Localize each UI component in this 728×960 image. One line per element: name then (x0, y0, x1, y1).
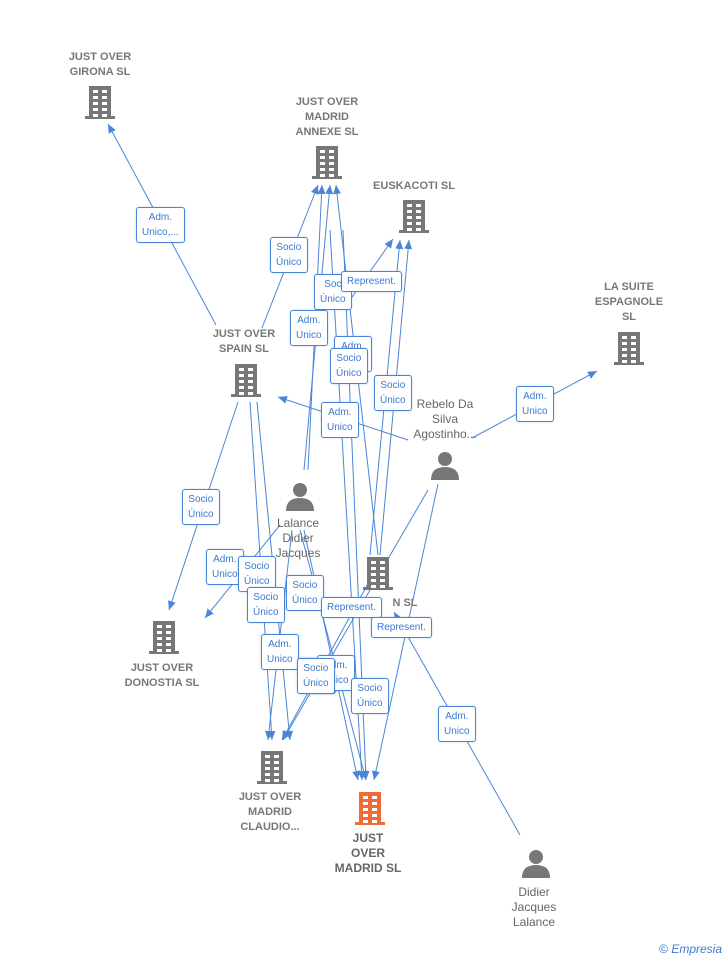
node-label-madrid-annexe[interactable]: JUST OVER MADRID ANNEXE SL (295, 96, 359, 138)
person-icon[interactable] (286, 483, 314, 511)
copyright-symbol: © (659, 942, 668, 956)
edge-label[interactable]: Socio Único (247, 587, 285, 623)
node-label-euskacoti[interactable]: EUSKACOTI SL (373, 180, 455, 192)
building-icon[interactable] (399, 200, 429, 233)
edge-label[interactable]: Adm. Unico (516, 386, 554, 422)
node-label-la-suite[interactable]: LA SUITE ESPAGNOLE SL (594, 281, 664, 323)
node-label-claudio[interactable]: JUST OVER MADRID CLAUDIO... (238, 791, 302, 833)
building-icon[interactable] (257, 751, 287, 784)
building-icon[interactable] (363, 557, 393, 590)
building-icon[interactable] (355, 792, 385, 825)
person-icon[interactable] (522, 850, 550, 878)
edge-label[interactable]: Adm. Unico (321, 402, 359, 438)
edge-label[interactable]: Socio Único (351, 678, 389, 714)
building-icon[interactable] (85, 86, 115, 119)
node-label-didier[interactable]: Didier Jacques Lalance (511, 885, 557, 929)
edge-label[interactable]: Socio Único (182, 489, 220, 525)
brand-footer: © Empresia (659, 942, 722, 956)
edge-label[interactable]: Represent. (341, 271, 402, 292)
edge-label[interactable]: Adm. Unico (438, 706, 476, 742)
node-label-center-sl[interactable]: N SL (392, 597, 418, 609)
building-icon[interactable] (149, 621, 179, 654)
brand-name: Empresia (671, 942, 722, 956)
edge-label[interactable]: Socio Único (238, 556, 276, 592)
node-label-rebelo[interactable]: Rebelo Da Silva Agostinho... (413, 397, 477, 441)
node-label-donostia[interactable]: JUST OVER DONOSTIA SL (124, 662, 200, 689)
edge-label[interactable]: Adm. Unico,... (136, 207, 185, 243)
node-label-girona[interactable]: JUST OVER GIRONA SL (68, 51, 132, 78)
edge-label[interactable]: Adm. Unico (290, 310, 328, 346)
edge-label[interactable]: Socio Único (286, 575, 324, 611)
edge-label[interactable]: Adm. Unico (261, 634, 299, 670)
building-icon[interactable] (614, 332, 644, 365)
edge-label[interactable]: Socio Único (270, 237, 308, 273)
edge-label[interactable]: Socio Único (374, 375, 412, 411)
edge-label[interactable]: Adm. Unico (206, 549, 244, 585)
edge-label[interactable]: Socio Único (330, 348, 368, 384)
node-label-madrid[interactable]: JUST OVER MADRID SL (334, 831, 402, 875)
edge-label[interactable]: Soc Único (314, 274, 352, 310)
building-icon[interactable] (312, 146, 342, 179)
edge-label[interactable]: Represent. (321, 597, 382, 618)
node-label-lalance-center[interactable]: Lalance Didier Jacques (275, 516, 321, 560)
edge-label[interactable]: Represent. (371, 617, 432, 638)
building-icon[interactable] (231, 364, 261, 397)
person-icon[interactable] (431, 452, 459, 480)
node-label-spain[interactable]: JUST OVER SPAIN SL (212, 328, 276, 355)
edge-label[interactable]: Socio Único (297, 658, 335, 694)
